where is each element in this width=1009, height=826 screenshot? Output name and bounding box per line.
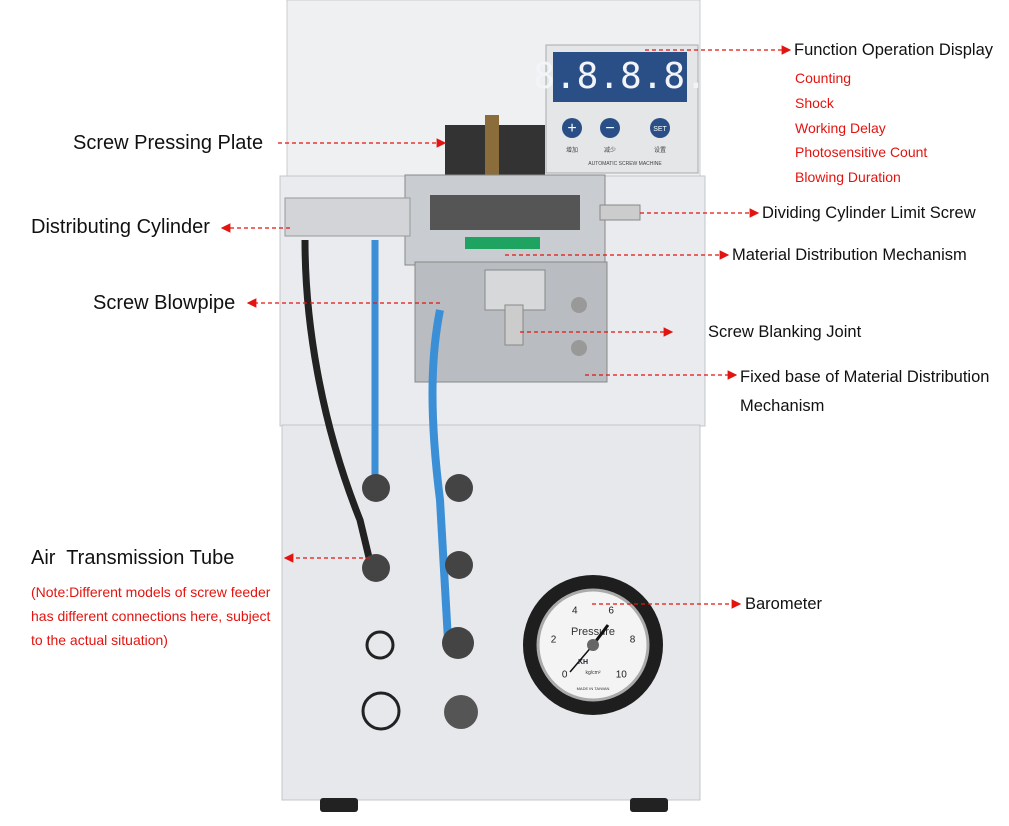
label-air-tube: Air Transmission Tube: [31, 547, 235, 569]
annotation-arrows: [220, 45, 792, 609]
set-button-symbol: SET: [653, 126, 667, 133]
gauge-title: Pressure: [571, 626, 615, 638]
label-blanking-joint: Screw Blanking Joint: [708, 323, 862, 341]
label-barometer: Barometer: [745, 595, 823, 613]
screw-pressing-plate: [485, 115, 499, 185]
empty-port: [361, 691, 401, 731]
function-item: Counting: [795, 70, 852, 86]
empty-port: [365, 630, 395, 660]
gauge-tick-label: 10: [616, 669, 628, 680]
air-note-line: to the actual situation): [31, 632, 168, 648]
plus-button-symbol: +: [567, 120, 576, 137]
screw-blanking-joint: [504, 304, 524, 346]
air-note-line: (Note:Different models of screw feeder: [31, 584, 271, 600]
label-material-mechanism: Material Distribution Mechanism: [732, 246, 967, 264]
limit-screw: [599, 204, 641, 221]
gauge-tick-label: 8: [630, 635, 636, 646]
gauge-tick-label: 6: [608, 605, 614, 616]
minus-button-symbol: −: [605, 120, 614, 137]
label-distributing-cylinder: Distributing Cylinder: [31, 216, 210, 238]
label-screw-blowpipe: Screw Blowpipe: [93, 292, 236, 314]
function-item: Photosensitive Count: [795, 144, 928, 160]
function-item: Blowing Duration: [795, 169, 901, 185]
air-fittings: [362, 474, 478, 729]
material-distribution-mechanism: [404, 115, 641, 383]
label-function-display: Function Operation Display: [794, 41, 994, 59]
function-item: Shock: [795, 95, 834, 111]
minus-button-caption: 减少: [604, 146, 616, 154]
air-note-line: has different connections here, subject: [31, 608, 271, 624]
function-display-panel: 8.8.8.8. + − SET 增加 减少 设置 AUTOMATIC SCRE…: [533, 44, 707, 174]
function-item: Working Delay: [795, 120, 886, 136]
foot-right: [630, 798, 668, 812]
distributing-cylinder: [284, 197, 411, 237]
gauge-tick-label: 4: [572, 605, 578, 616]
label-fixed-base: Fixed base of Material Distribution: [740, 368, 990, 386]
gauge-brand: KH: [578, 659, 588, 666]
barometer-gauge: Pressure kg/cm² KH MADE IN TAIWAN 0 2 4 6 8 1…: [523, 575, 663, 715]
screw-blowpipe-tube: [428, 309, 452, 641]
label-fixed-base-2: Mechanism: [740, 397, 825, 415]
gauge-tick-label: 2: [551, 635, 557, 646]
label-screw-pressing-plate: Screw Pressing Plate: [73, 132, 264, 154]
label-limit-screw: Dividing Cylinder Limit Screw: [762, 204, 976, 222]
foot-left: [320, 798, 358, 812]
display-digits: 8.8.8.8.: [533, 56, 706, 97]
gauge-unit: kg/cm²: [586, 670, 601, 676]
gauge-tick-label: 0: [562, 669, 568, 680]
gauge-made-in: MADE IN TAIWAN: [577, 686, 610, 691]
plus-button-caption: 增加: [566, 146, 578, 154]
panel-footer: AUTOMATIC SCREW MACHINE: [588, 161, 662, 167]
set-button-caption: 设置: [654, 146, 666, 154]
black-air-tube: [301, 239, 376, 571]
